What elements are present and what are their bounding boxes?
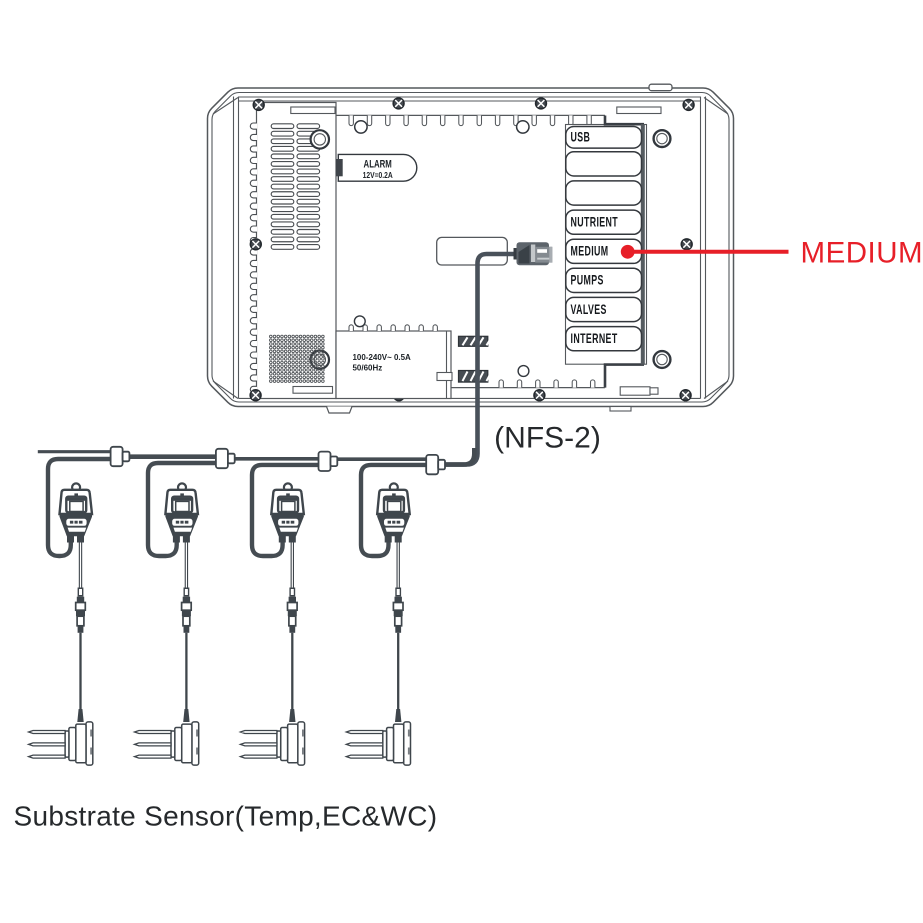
svg-text:12V=0.2A: 12V=0.2A <box>363 170 394 180</box>
svg-text:INTERNET: INTERNET <box>571 331 618 347</box>
svg-text:USB: USB <box>571 130 591 146</box>
svg-text:ALARM: ALARM <box>364 158 392 171</box>
svg-text:Substrate Sensor(Temp,EC&WC): Substrate Sensor(Temp,EC&WC) <box>14 800 438 831</box>
svg-text:PUMPS: PUMPS <box>571 273 604 289</box>
svg-text:(NFS-2): (NFS-2) <box>494 421 601 454</box>
svg-text:NUTRIENT: NUTRIENT <box>571 215 619 231</box>
svg-text:50/60Hz: 50/60Hz <box>353 363 383 372</box>
svg-text:MEDIUM: MEDIUM <box>801 237 923 270</box>
svg-text:MEDIUM: MEDIUM <box>571 244 609 260</box>
svg-text:100-240V~ 0.5A: 100-240V~ 0.5A <box>353 353 411 362</box>
svg-text:VALVES: VALVES <box>571 302 607 318</box>
